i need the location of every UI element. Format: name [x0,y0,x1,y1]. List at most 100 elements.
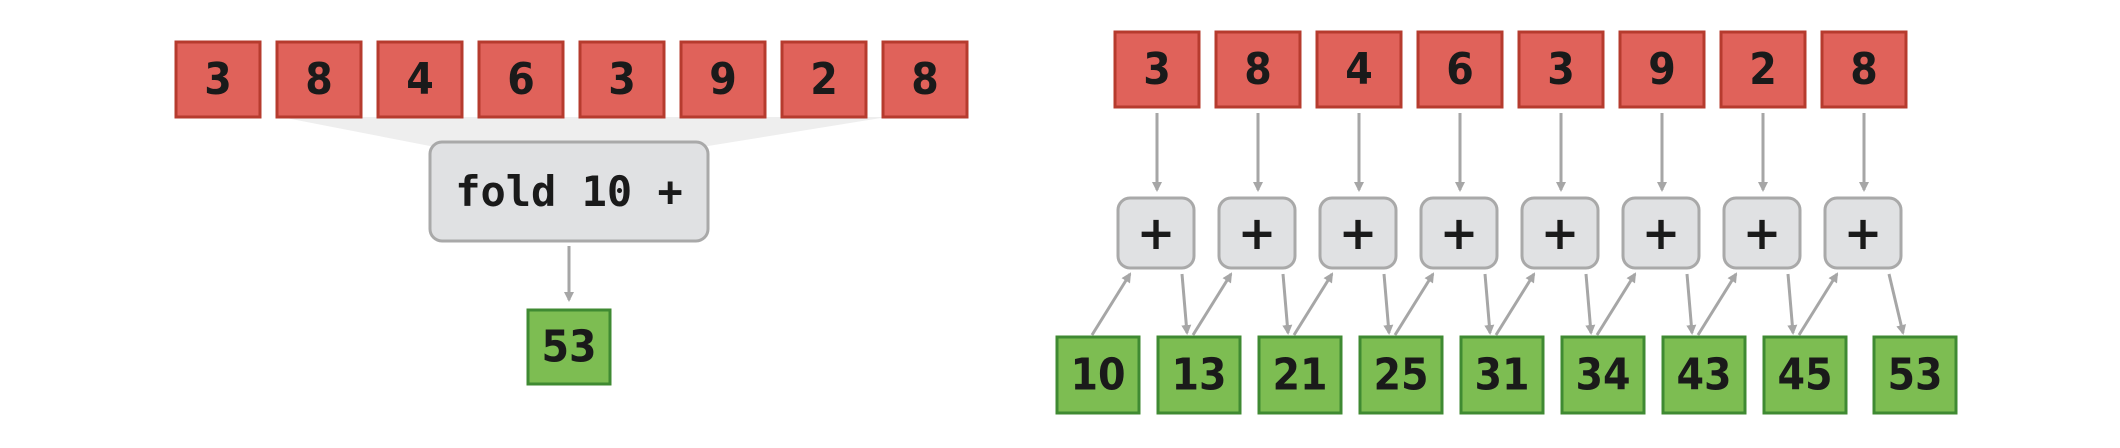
input-box-label: 4 [406,54,434,105]
plus-operator-box-shape [1621,196,1701,270]
step-input-box-shape [1618,30,1706,109]
input-box: 2 [780,40,868,119]
input-box: 8 [881,40,969,119]
step-input-box: 8 [1820,30,1908,109]
input-box-label: 3 [204,54,232,105]
accumulator-box: 53 [1872,335,1958,415]
input-box-label: 8 [305,54,333,105]
step-input-box: 9 [1618,30,1706,109]
accumulator-box: 25 [1358,335,1444,415]
op-to-accumulator-arrow [1281,273,1293,335]
result-box-label: 53 [541,322,596,373]
plus-operator-box-shape [1520,196,1600,270]
op-to-accumulator-arrow [1483,273,1495,335]
plus-operator-box: + [1823,196,1903,270]
fold-operator-box: fold 10 + [428,140,710,243]
fold-steps-panel: 3 +8 +4 +6 +3 +9 +2 +8 +10 13 21 25 31 34 43 45 53 [1055,30,1958,415]
accumulator-to-op-arrow [1797,272,1839,336]
input-box-label: 6 [507,54,535,105]
plus-operator-box-shape [1116,196,1196,270]
accumulator-box-label: 25 [1373,350,1428,401]
input-box: 9 [679,40,767,119]
step-input-box-label: 3 [1547,44,1575,95]
input-box-label: 2 [810,54,838,105]
accumulator-to-op-arrow [1595,272,1637,336]
result-box: 53 [526,308,612,386]
plus-operator-box-label: + [1137,206,1176,260]
plus-operator-box-shape [1823,196,1903,270]
accumulator-box-label: 13 [1171,350,1226,401]
input-box: 4 [376,40,464,119]
accumulator-box-shape [1156,335,1242,415]
op-to-accumulator-arrow [1887,273,1907,335]
fold-operator-box-shape [428,140,710,243]
accumulator-box-shape [1358,335,1444,415]
input-box-shape [275,40,363,119]
result-box-shape [526,308,612,386]
accumulator-box-label: 53 [1887,350,1942,401]
input-box: 3 [578,40,666,119]
accumulator-box-label: 45 [1777,350,1832,401]
accumulator-box-shape [1560,335,1646,415]
accumulator-box-shape [1055,335,1141,415]
plus-operator-box: + [1419,196,1499,270]
plus-operator-box-shape [1722,196,1802,270]
step-input-box-label: 8 [1244,44,1272,95]
accumulator-box-label: 34 [1575,350,1630,401]
input-box-shape [780,40,868,119]
step-input-box-shape [1820,30,1908,109]
input-box: 3 [174,40,262,119]
accumulator-to-op-arrow [1696,272,1738,336]
step-input-box-shape [1113,30,1201,109]
plus-operator-box: + [1318,196,1398,270]
plus-operator-box: + [1217,196,1297,270]
accumulator-to-op-arrow [1393,272,1435,336]
step-input-box-shape [1315,30,1403,109]
plus-operator-box-label: + [1238,206,1277,260]
accumulator-box-shape [1872,335,1958,415]
input-box-shape [881,40,969,119]
accumulator-box-label: 10 [1070,350,1125,401]
fold-operator-box-label: fold 10 + [455,167,683,216]
accumulator-box: 13 [1156,335,1242,415]
input-box: 8 [275,40,363,119]
plus-operator-box-label: + [1743,206,1782,260]
step-input-box-shape [1416,30,1504,109]
funnel-shape [281,117,887,146]
accumulator-box: 45 [1762,335,1848,415]
input-box-label: 9 [709,54,737,105]
accumulator-box: 34 [1560,335,1646,415]
plus-operator-box: + [1621,196,1701,270]
step-input-box: 2 [1719,30,1807,109]
plus-operator-box: + [1520,196,1600,270]
accumulator-box-shape [1459,335,1545,415]
step-input-box-label: 2 [1749,44,1777,95]
plus-operator-box-label: + [1642,206,1681,260]
input-box-label: 8 [911,54,939,105]
accumulator-box: 43 [1661,335,1747,415]
accumulator-box: 31 [1459,335,1545,415]
input-box-label: 3 [608,54,636,105]
plus-operator-box-label: + [1339,206,1378,260]
step-input-box-shape [1719,30,1807,109]
accumulator-to-op-arrow [1292,272,1334,336]
input-box-shape [679,40,767,119]
accumulator-box-label: 21 [1272,350,1327,401]
accumulator-box: 10 [1055,335,1141,415]
accumulator-box-label: 31 [1474,350,1529,401]
step-input-box: 4 [1315,30,1403,109]
accumulator-box-label: 43 [1676,350,1731,401]
step-input-box-label: 4 [1345,44,1373,95]
plus-operator-box-label: + [1440,206,1479,260]
accumulator-box-shape [1661,335,1747,415]
step-input-box: 8 [1214,30,1302,109]
input-box-shape [578,40,666,119]
step-input-box-label: 6 [1446,44,1474,95]
step-input-box: 3 [1113,30,1201,109]
plus-operator-box-shape [1419,196,1499,270]
accumulator-box-shape [1257,335,1343,415]
op-to-accumulator-arrow [1382,273,1394,335]
plus-operator-box: + [1116,196,1196,270]
accumulator-to-op-arrow [1191,272,1233,336]
